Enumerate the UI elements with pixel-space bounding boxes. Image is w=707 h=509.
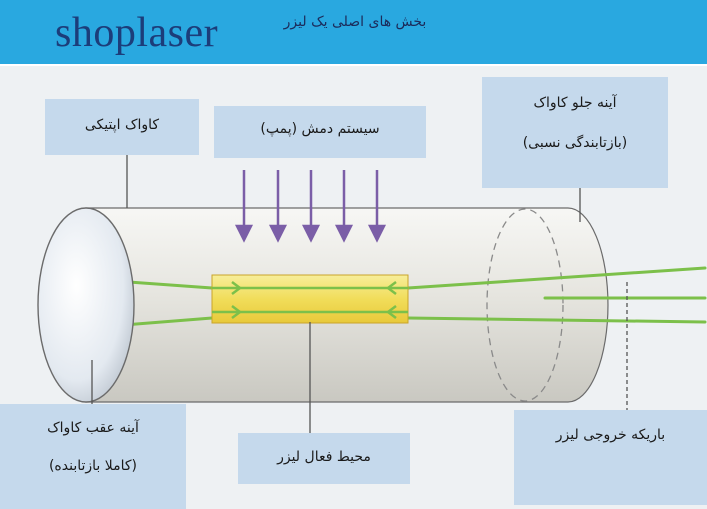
label-active-medium: محیط فعال لیزر [238, 433, 410, 484]
active-medium [211, 274, 409, 324]
label-optical-cavity: کاواک اپتیکی [45, 99, 199, 155]
page-title: بخش های اصلی یک لیزر [283, 14, 427, 30]
medium-beams [212, 281, 408, 319]
label-pump-system: سیستم دمش (پمپ) [214, 106, 426, 158]
header-banner: shoplaser بخش های اصلی یک لیزر [0, 0, 707, 64]
label-rear-mirror: آینه عقب کاواک (کاملا بازتابنده) [0, 404, 186, 509]
front-mirror [486, 208, 564, 402]
label-output-beam: باریکه خروجی لیزر [514, 410, 707, 505]
label-front-mirror: آینه جلو کاواک (بازتابندگی نسبی) [482, 77, 668, 188]
site-logo: shoplaser [55, 10, 219, 56]
rear-mirror [37, 207, 135, 403]
leader-lines [91, 155, 628, 433]
pump-arrows [234, 170, 387, 243]
